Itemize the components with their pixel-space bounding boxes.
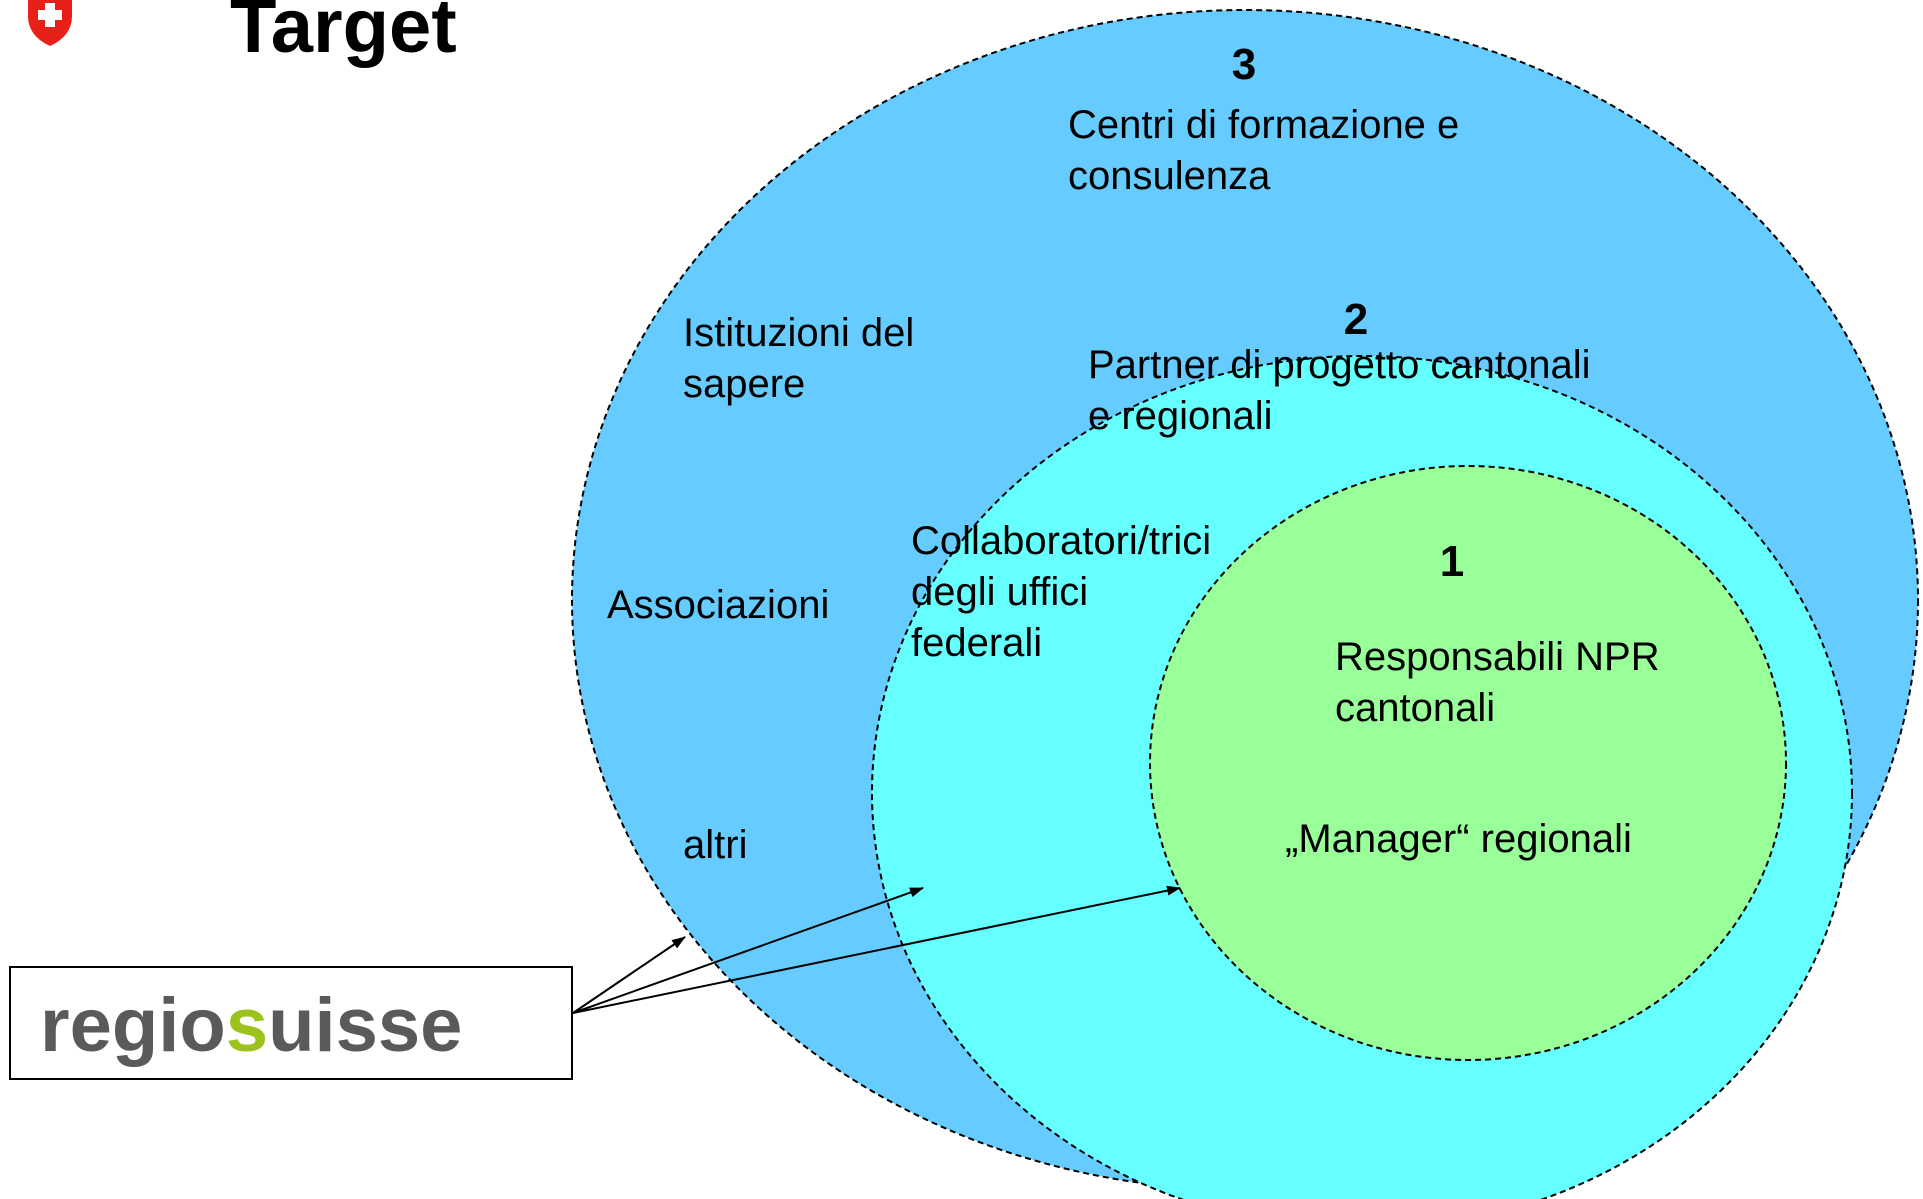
knowledge-institutions-label-line-2: sapere (683, 362, 805, 406)
arrow-to-middle-circle (572, 887, 924, 1014)
training-centers-label-line-1: Centri di formazione e (1068, 103, 1459, 147)
federal-staff-label-line-3: federali (911, 621, 1042, 665)
npr-managers-label-line-2: cantonali (1335, 686, 1495, 730)
svg-text:regiosuisse: regiosuisse (40, 983, 462, 1068)
others-label: altri (683, 823, 747, 867)
federal-staff-label-line-1: Collaboratori/trici (911, 519, 1211, 563)
training-centers-label-line-2: consulenza (1068, 154, 1271, 198)
knowledge-institutions-label-line-1: Istituzioni del (683, 311, 914, 355)
regional-managers-label: „Manager“ regionali (1285, 817, 1632, 861)
swiss-coat-of-arms-icon (28, 0, 72, 46)
level-3-number: 3 (1232, 40, 1256, 89)
logo-text-part-2: uisse (268, 983, 462, 1068)
project-partners-label-line-1: Partner di progetto cantonali (1088, 343, 1591, 387)
logo-text-part-1: regio (40, 983, 226, 1068)
npr-managers-label-line-1: Responsabili NPR (1335, 635, 1660, 679)
level-2-number: 2 (1344, 295, 1368, 344)
federal-staff-label-line-2: degli uffici (911, 570, 1088, 614)
logo-accent-letter: s (226, 983, 268, 1068)
regiosuisse-logo: regiosuisse (9, 966, 573, 1080)
page-title: Target (230, 0, 457, 69)
project-partners-label-line-2: e regionali (1088, 394, 1273, 438)
arrow-to-inner-circle (572, 885, 1181, 1014)
inner-circle-level-1 (1149, 465, 1787, 1061)
associations-label: Associazioni (607, 583, 829, 627)
arrow-to-outer-circle (572, 936, 686, 1014)
level-1-number: 1 (1440, 537, 1464, 586)
